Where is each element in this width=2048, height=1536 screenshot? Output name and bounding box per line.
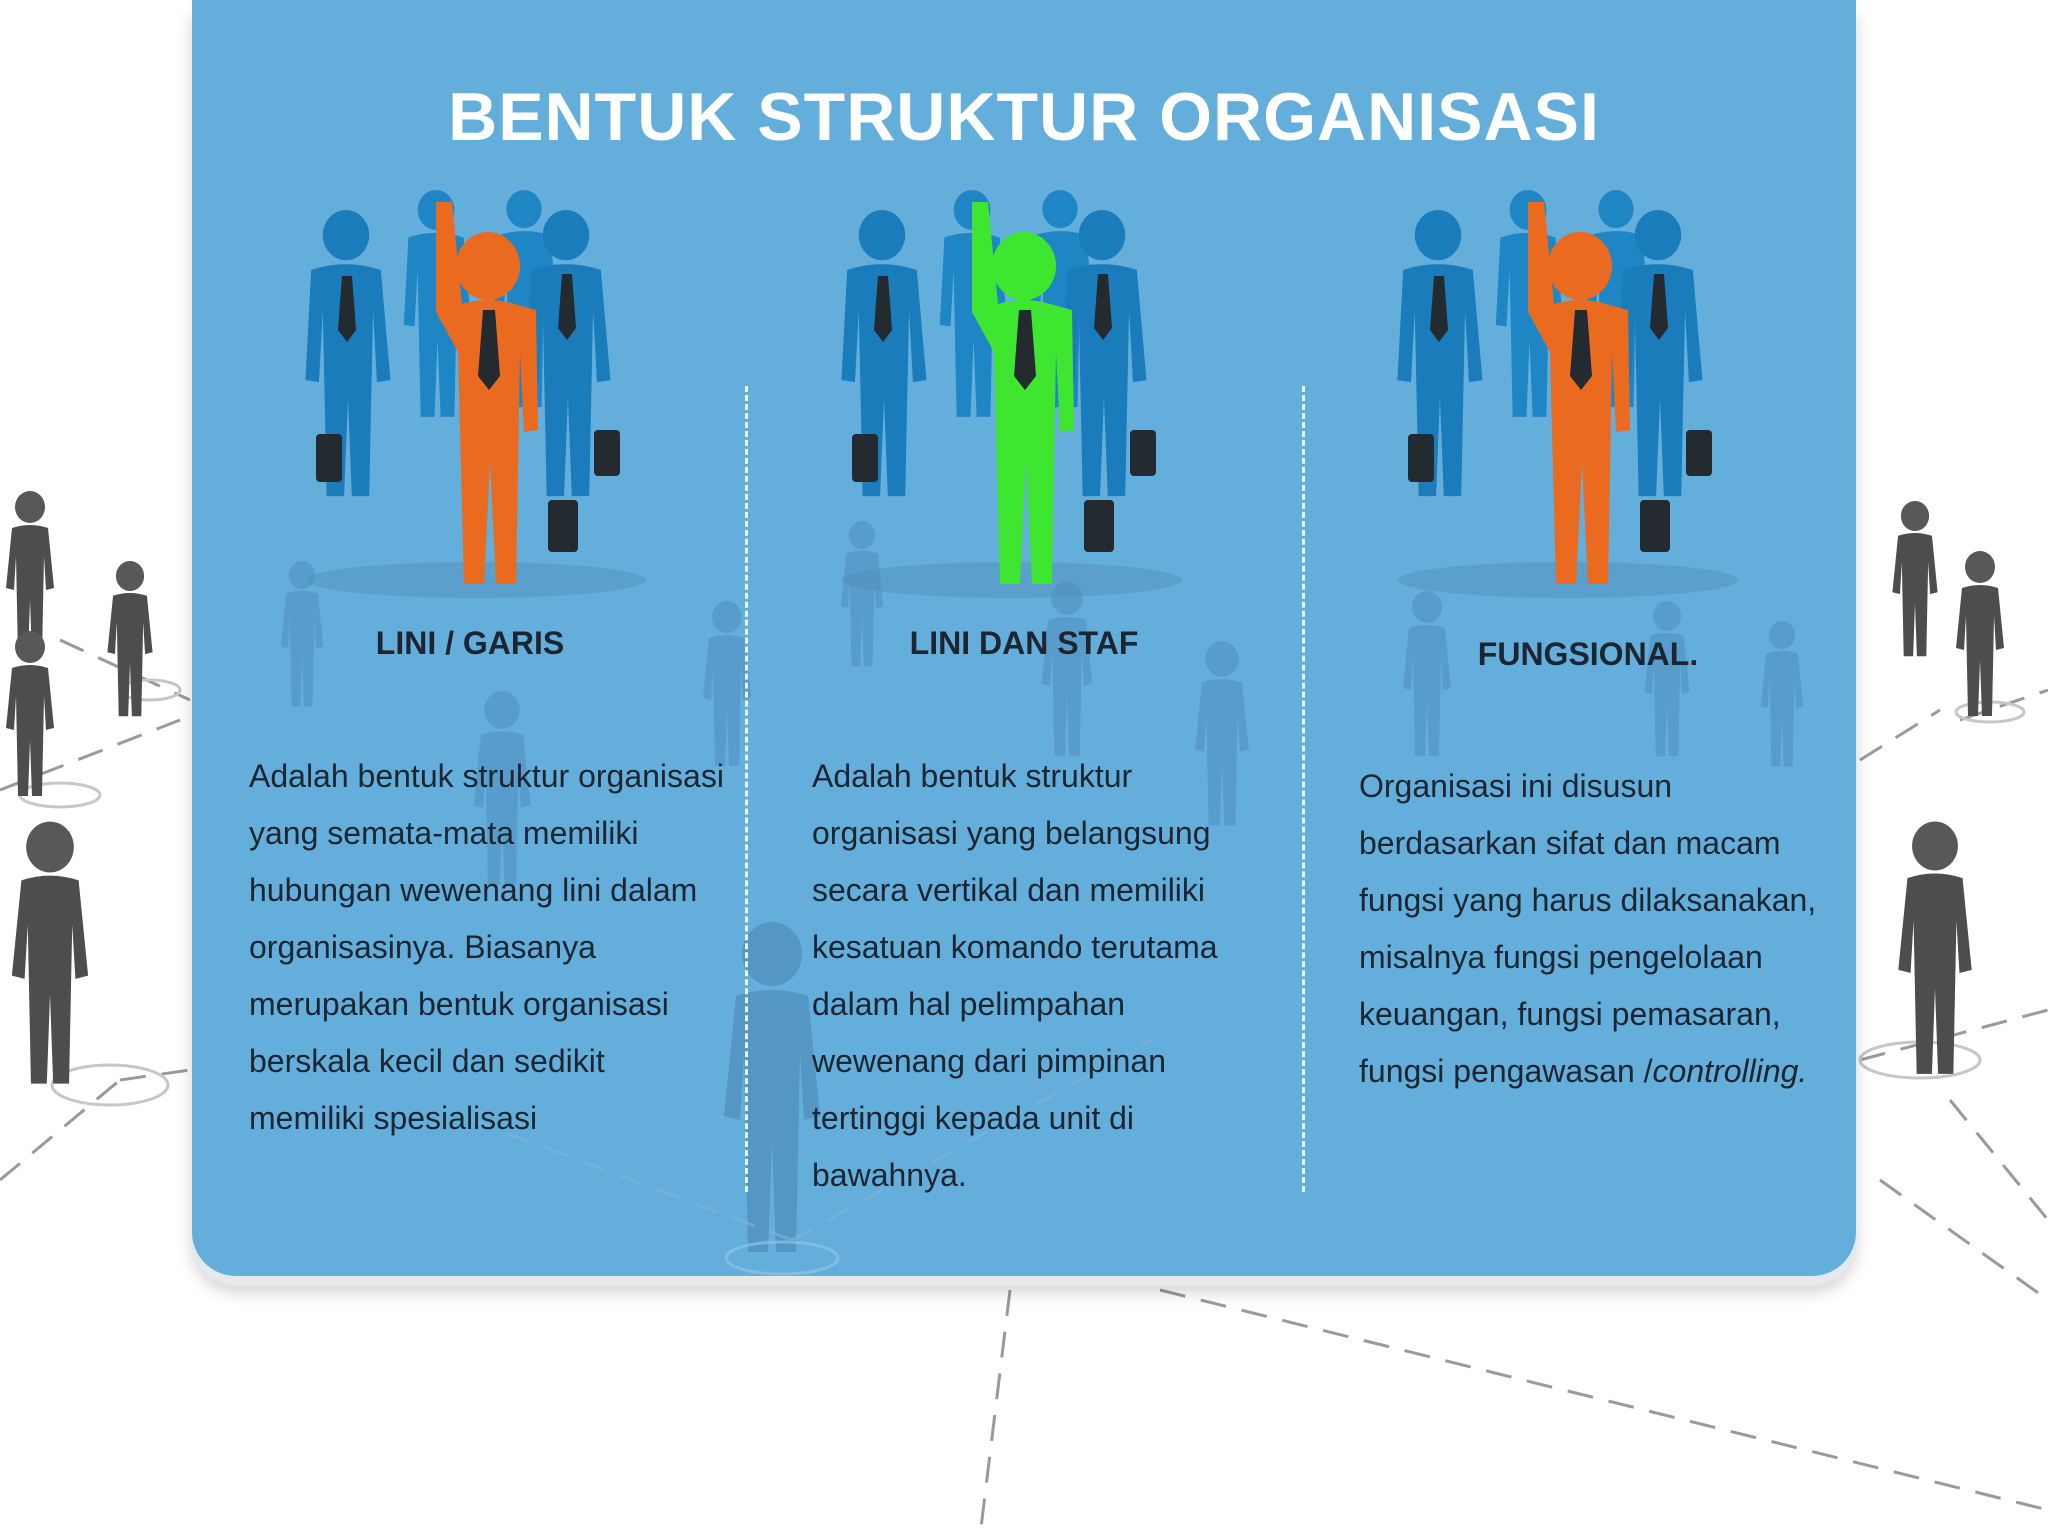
column-title-lini-dan-staf: LINI DAN STAF <box>909 625 1139 661</box>
business-team-icon <box>305 190 646 598</box>
content-panel: BENTUK STRUKTUR ORGANISASI <box>192 0 1856 1276</box>
column-text-fungsional: Organisasi ini disusun berdasarkan sifat… <box>1359 758 1839 1100</box>
slide-title: BENTUK STRUKTUR ORGANISASI <box>448 79 1600 155</box>
column-text-fungsional-italic: controlling. <box>1652 1053 1808 1089</box>
column-title-lini-garis: LINI / GARIS <box>375 625 565 661</box>
column-text-lini-dan-staf: Adalah bentuk struktur organisasi yang b… <box>812 758 1218 1193</box>
column-divider <box>745 386 748 1192</box>
faded-people-background <box>280 520 1804 1276</box>
column-divider <box>1302 386 1305 1192</box>
business-team-icon <box>1397 190 1738 598</box>
column-text-fungsional-main: Organisasi ini disusun berdasarkan sifat… <box>1359 768 1817 1089</box>
column-text-lini-garis: Adalah bentuk struktur organisasi yang s… <box>249 758 724 1136</box>
column-title-fungsional: FUNGSIONAL. <box>1477 636 1699 672</box>
business-team-icon <box>841 190 1182 598</box>
